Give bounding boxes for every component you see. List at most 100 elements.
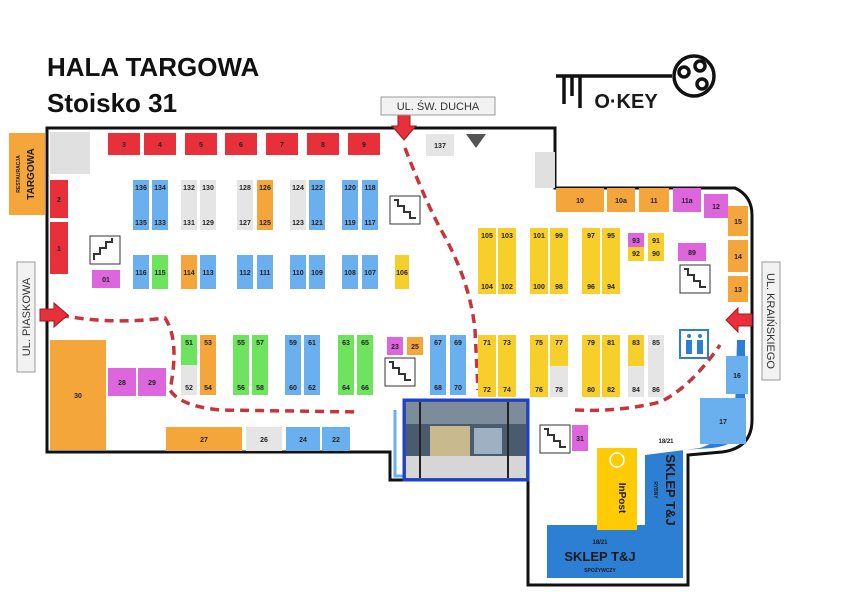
- svg-text:18/21: 18/21: [592, 540, 608, 546]
- stall-62[interactable]: [304, 365, 320, 395]
- stall-56[interactable]: [233, 365, 249, 395]
- stall-70[interactable]: [450, 365, 466, 395]
- stall-106[interactable]: [395, 255, 409, 289]
- stall-90[interactable]: [648, 247, 664, 261]
- stall-label-131: 131: [183, 220, 195, 227]
- stall-76[interactable]: [530, 366, 548, 397]
- stall-64[interactable]: [338, 365, 354, 395]
- stall-107[interactable]: [362, 255, 378, 289]
- stall-117[interactable]: [362, 205, 378, 230]
- stall-2[interactable]: [50, 180, 68, 218]
- stall-60[interactable]: [285, 365, 301, 395]
- stall-7[interactable]: [266, 133, 298, 155]
- stall-23[interactable]: [387, 337, 403, 355]
- stall-133[interactable]: [152, 205, 168, 230]
- stall-label-8: 8: [321, 142, 325, 149]
- stall-11[interactable]: [639, 188, 669, 212]
- stall-129[interactable]: [200, 205, 216, 230]
- stall-22[interactable]: [322, 427, 350, 451]
- stall-66[interactable]: [357, 365, 373, 395]
- stall-113[interactable]: [200, 255, 216, 289]
- stall-30[interactable]: [50, 340, 106, 450]
- stall-label-26: 26: [260, 437, 268, 444]
- stall-label-96: 96: [587, 284, 595, 291]
- stall-11a[interactable]: [673, 188, 701, 212]
- stall-31[interactable]: [572, 425, 588, 451]
- stall-109[interactable]: [309, 255, 325, 289]
- stall-127[interactable]: [237, 205, 253, 230]
- stall-29[interactable]: [138, 368, 166, 396]
- stall-label-86: 86: [652, 387, 660, 394]
- stairs-icon: [384, 357, 416, 387]
- stall-4[interactable]: [144, 133, 176, 155]
- stall-84[interactable]: [628, 366, 644, 397]
- stall-26[interactable]: [246, 427, 282, 451]
- stall-13[interactable]: [728, 276, 748, 302]
- stall-label-31: 31: [576, 436, 584, 443]
- stall-label-95: 95: [607, 233, 615, 240]
- stall-14[interactable]: [728, 240, 748, 272]
- stall-3[interactable]: [108, 133, 140, 155]
- stall-135[interactable]: [133, 205, 149, 230]
- stall-17[interactable]: [700, 398, 746, 444]
- svg-text:TARGOWA: TARGOWA: [26, 148, 37, 199]
- stall-108[interactable]: [342, 255, 358, 289]
- stall-58[interactable]: [252, 365, 268, 395]
- stall-9[interactable]: [348, 133, 380, 155]
- stall-131[interactable]: [181, 205, 197, 230]
- stall-5[interactable]: [185, 133, 217, 155]
- stall-label-22: 22: [332, 437, 340, 444]
- stall-label-92: 92: [632, 251, 640, 258]
- stall-115[interactable]: [152, 255, 168, 289]
- stall-111[interactable]: [257, 255, 273, 289]
- stall-52[interactable]: [181, 365, 197, 395]
- stall-119[interactable]: [342, 205, 358, 230]
- stall-123[interactable]: [290, 205, 306, 230]
- stall-6[interactable]: [225, 133, 257, 155]
- stall-25[interactable]: [407, 337, 423, 355]
- stall-1[interactable]: [50, 222, 68, 274]
- stall-102[interactable]: [498, 261, 516, 294]
- stall-92[interactable]: [628, 247, 644, 261]
- stall-16[interactable]: [726, 356, 748, 394]
- stall-96[interactable]: [582, 261, 600, 294]
- stall-label-55: 55: [237, 340, 245, 347]
- stall-label-79: 79: [587, 340, 595, 347]
- stall-8[interactable]: [307, 133, 339, 155]
- stall-label-85: 85: [652, 340, 660, 347]
- stall-114[interactable]: [181, 255, 197, 289]
- stall-80[interactable]: [582, 366, 600, 397]
- stall-89[interactable]: [678, 243, 706, 261]
- stall-94[interactable]: [602, 261, 620, 294]
- stall-54[interactable]: [200, 365, 216, 395]
- stall-98[interactable]: [550, 261, 568, 294]
- stall-24[interactable]: [286, 427, 320, 451]
- stall-86[interactable]: [648, 366, 664, 397]
- stall-label-11a: 11a: [681, 198, 692, 205]
- stall-72[interactable]: [478, 366, 496, 397]
- stall-125[interactable]: [257, 205, 273, 230]
- stall-12[interactable]: [704, 194, 728, 218]
- toilet-icon: [679, 329, 709, 359]
- stall-137[interactable]: [426, 134, 454, 156]
- stall-01[interactable]: [92, 270, 120, 288]
- stall-100[interactable]: [530, 261, 548, 294]
- stall-photo[interactable]: [402, 398, 530, 482]
- stall-78[interactable]: [550, 366, 568, 397]
- stall-68[interactable]: [430, 365, 446, 395]
- stall-28[interactable]: [108, 368, 136, 396]
- stall-104[interactable]: [478, 261, 496, 294]
- stall-label-127: 127: [239, 220, 251, 227]
- stall-74[interactable]: [498, 366, 516, 397]
- stall-10a[interactable]: [607, 188, 635, 212]
- stall-label-124: 124: [292, 185, 304, 192]
- stall-110[interactable]: [290, 255, 306, 289]
- stall-label-72: 72: [483, 387, 491, 394]
- stall-10[interactable]: [556, 188, 604, 212]
- stall-27[interactable]: [166, 427, 242, 451]
- stall-121[interactable]: [309, 205, 325, 230]
- stall-15[interactable]: [728, 206, 748, 236]
- stall-82[interactable]: [602, 366, 620, 397]
- stall-112[interactable]: [237, 255, 253, 289]
- stall-116[interactable]: [133, 255, 149, 289]
